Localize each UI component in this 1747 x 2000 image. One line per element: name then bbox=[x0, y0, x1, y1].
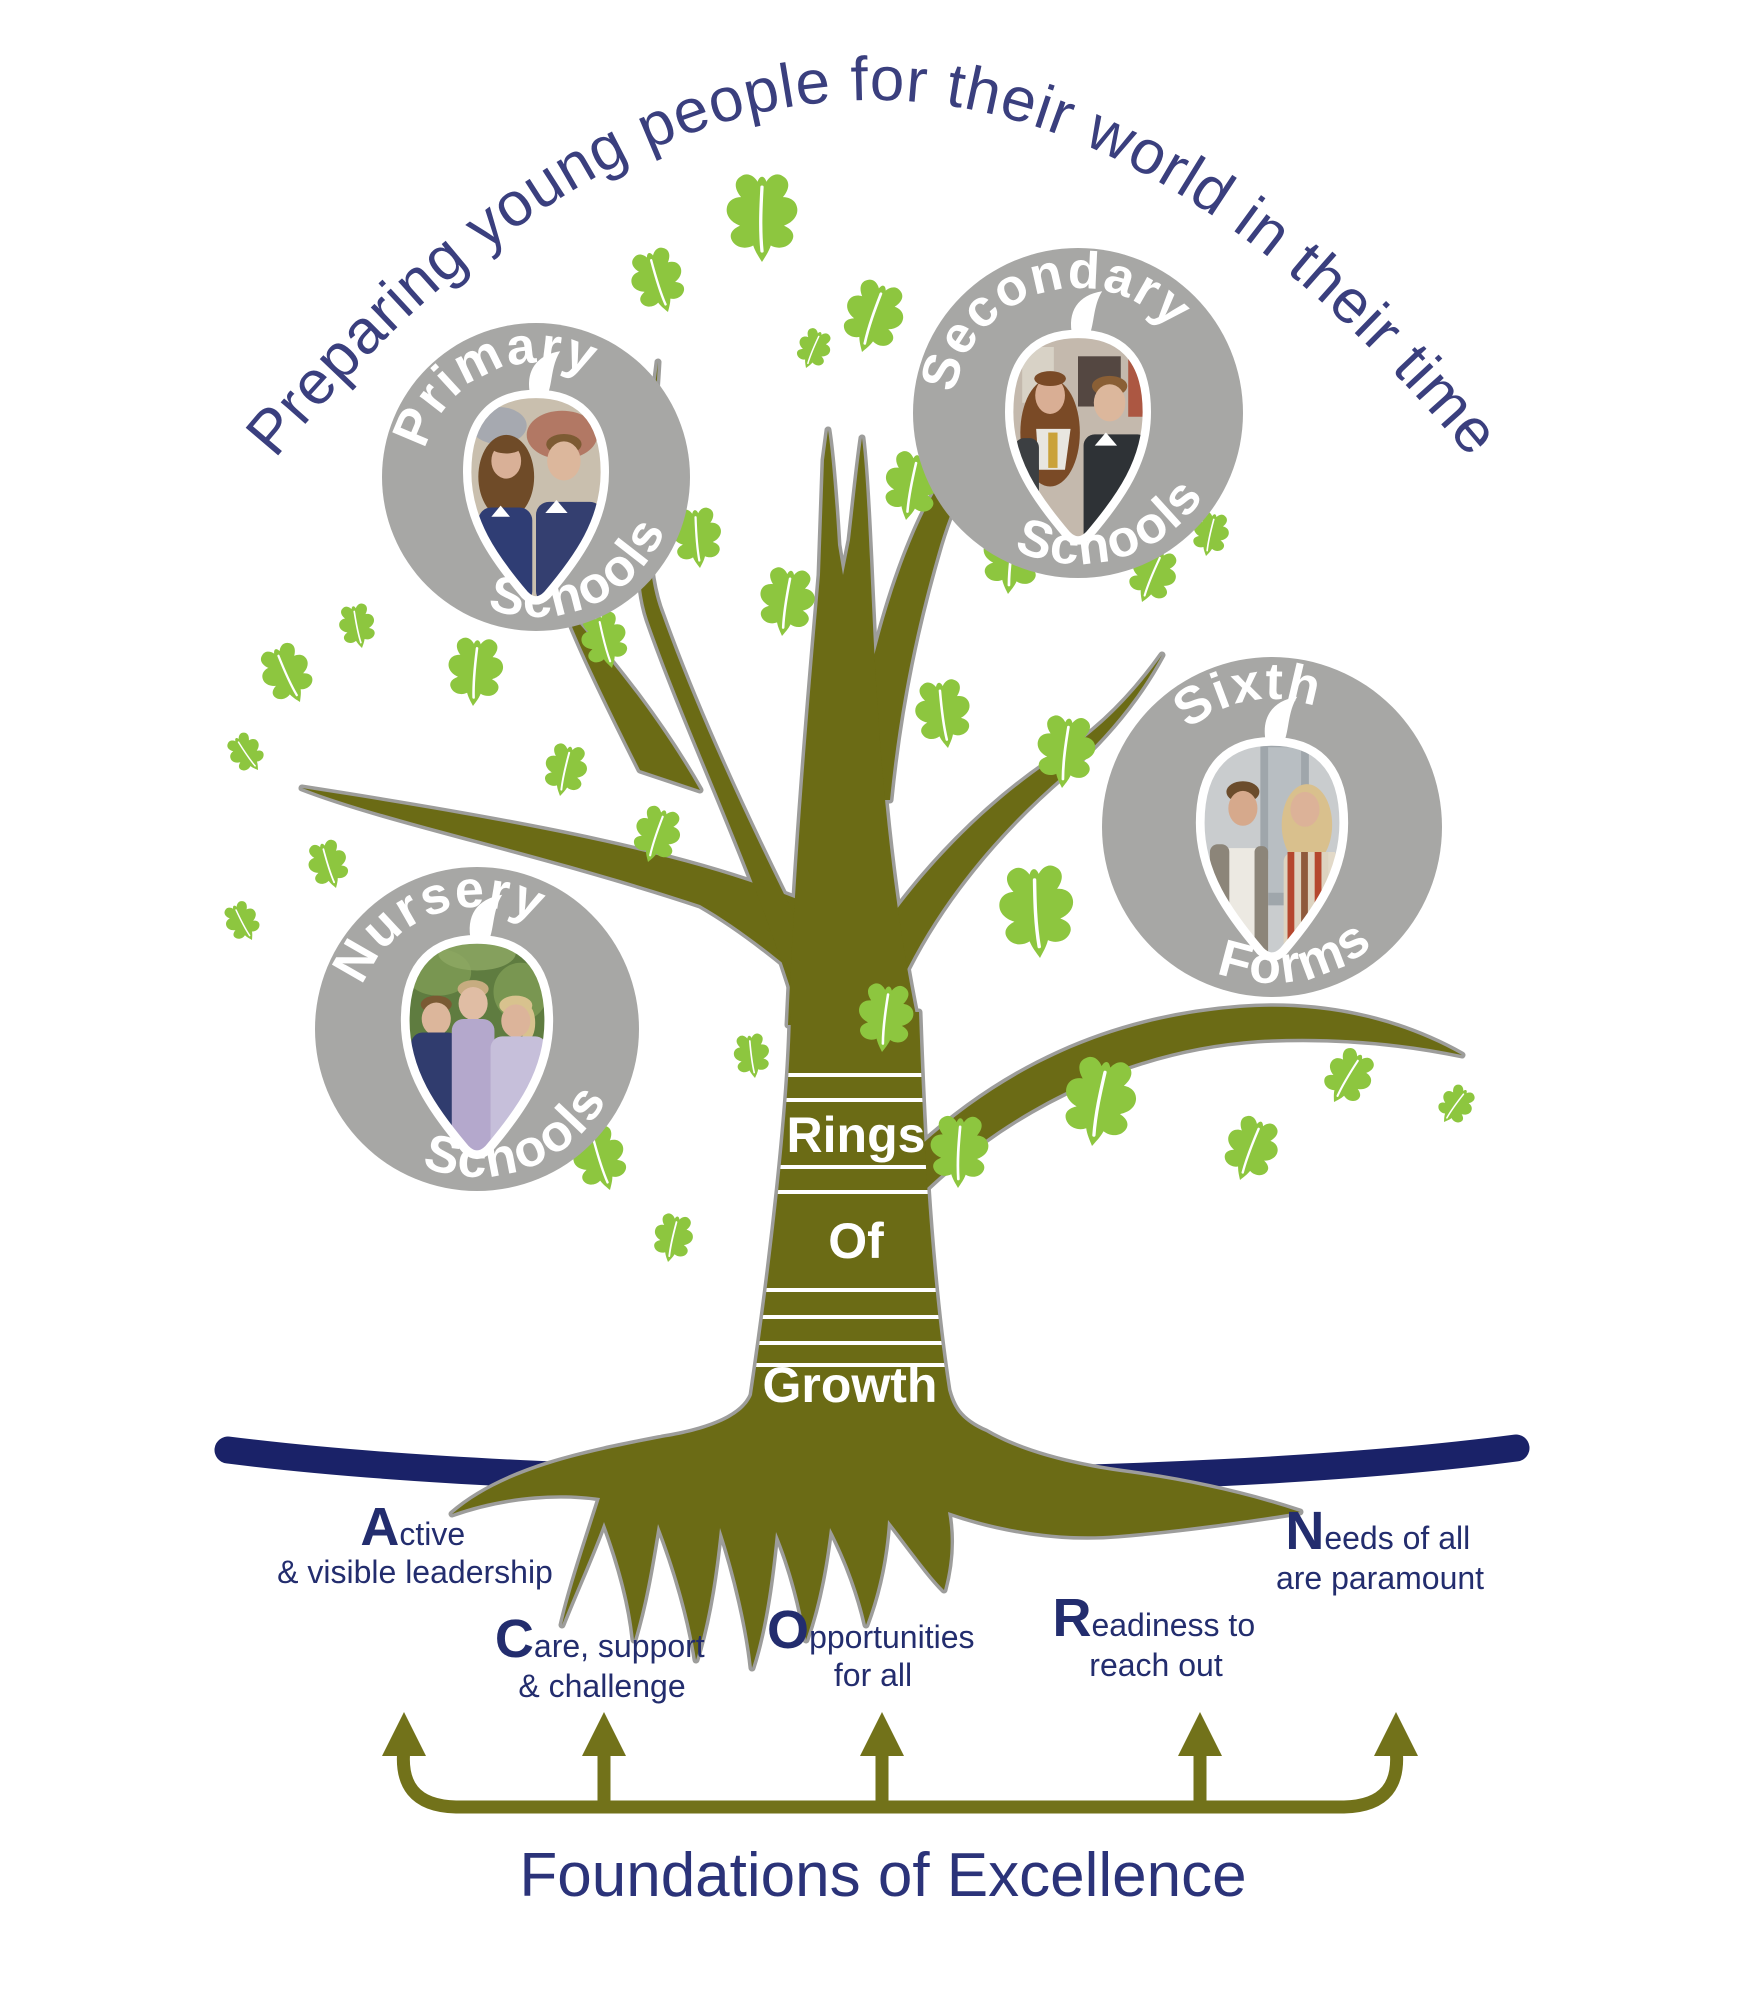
value-label-care: Care, support & challenge bbox=[495, 1609, 709, 1704]
primary-acorn-photo bbox=[463, 351, 608, 607]
oak-leaf-icon bbox=[910, 675, 977, 754]
rings-word-2: Of bbox=[828, 1213, 884, 1269]
oak-leaf-icon bbox=[302, 835, 356, 895]
acorn-stem-icon bbox=[1071, 291, 1103, 336]
footer-title: Foundations of Excellence bbox=[519, 1841, 1246, 1910]
oak-leaf-icon bbox=[334, 600, 381, 653]
oak-leaf-icon bbox=[648, 1210, 698, 1267]
rings-word-3: Growth bbox=[763, 1357, 938, 1413]
oak-leaf-icon bbox=[1430, 1079, 1481, 1132]
oak-leaf-icon bbox=[833, 273, 913, 363]
arrow-up-icon bbox=[382, 1712, 426, 1756]
oak-leaf-icon bbox=[730, 1031, 774, 1082]
oak-leaf-icon bbox=[444, 635, 507, 710]
nursery-acorn-photo bbox=[401, 894, 552, 1162]
arrow-up-icon bbox=[860, 1712, 904, 1756]
stage-circle-nursery: Nursery Schools bbox=[303, 828, 639, 1216]
oak-leaf-icon bbox=[221, 727, 272, 780]
oak-leaf-icon bbox=[538, 740, 593, 802]
acorn-stem-icon bbox=[469, 894, 503, 942]
value-label-opportunities: Opportunities for all bbox=[767, 1600, 979, 1693]
oak-leaf-icon bbox=[1214, 1110, 1288, 1190]
foundations-bracket bbox=[382, 1712, 1418, 1814]
oak-leaf-icon bbox=[622, 242, 694, 322]
rings-word-1: Rings bbox=[787, 1107, 926, 1163]
oak-leaf-icon bbox=[790, 324, 837, 375]
oak-leaf-icon bbox=[251, 636, 323, 714]
oak-leaf-icon bbox=[753, 563, 820, 642]
oak-leaf-icon bbox=[995, 862, 1079, 963]
acorn-stem-icon bbox=[1264, 696, 1298, 744]
value-label-active: Active & visible leadership bbox=[277, 1497, 553, 1590]
stage-circle-secondary: Secondary Schools bbox=[884, 206, 1243, 600]
oak-leaf-icon bbox=[218, 896, 267, 949]
arrow-up-icon bbox=[1374, 1712, 1418, 1756]
value-label-needs: Needs of all are paramount bbox=[1276, 1501, 1484, 1596]
oak-leaf-icon bbox=[1313, 1041, 1383, 1115]
stage-circle-sixth: Sixth Forms bbox=[1102, 641, 1442, 1009]
arrow-up-icon bbox=[1178, 1712, 1222, 1756]
value-label-readiness: Readiness to reach out bbox=[1052, 1588, 1259, 1683]
oak-leaf-icon bbox=[725, 172, 799, 264]
acorn-stem-icon bbox=[529, 351, 561, 396]
arrow-up-icon bbox=[582, 1712, 626, 1756]
